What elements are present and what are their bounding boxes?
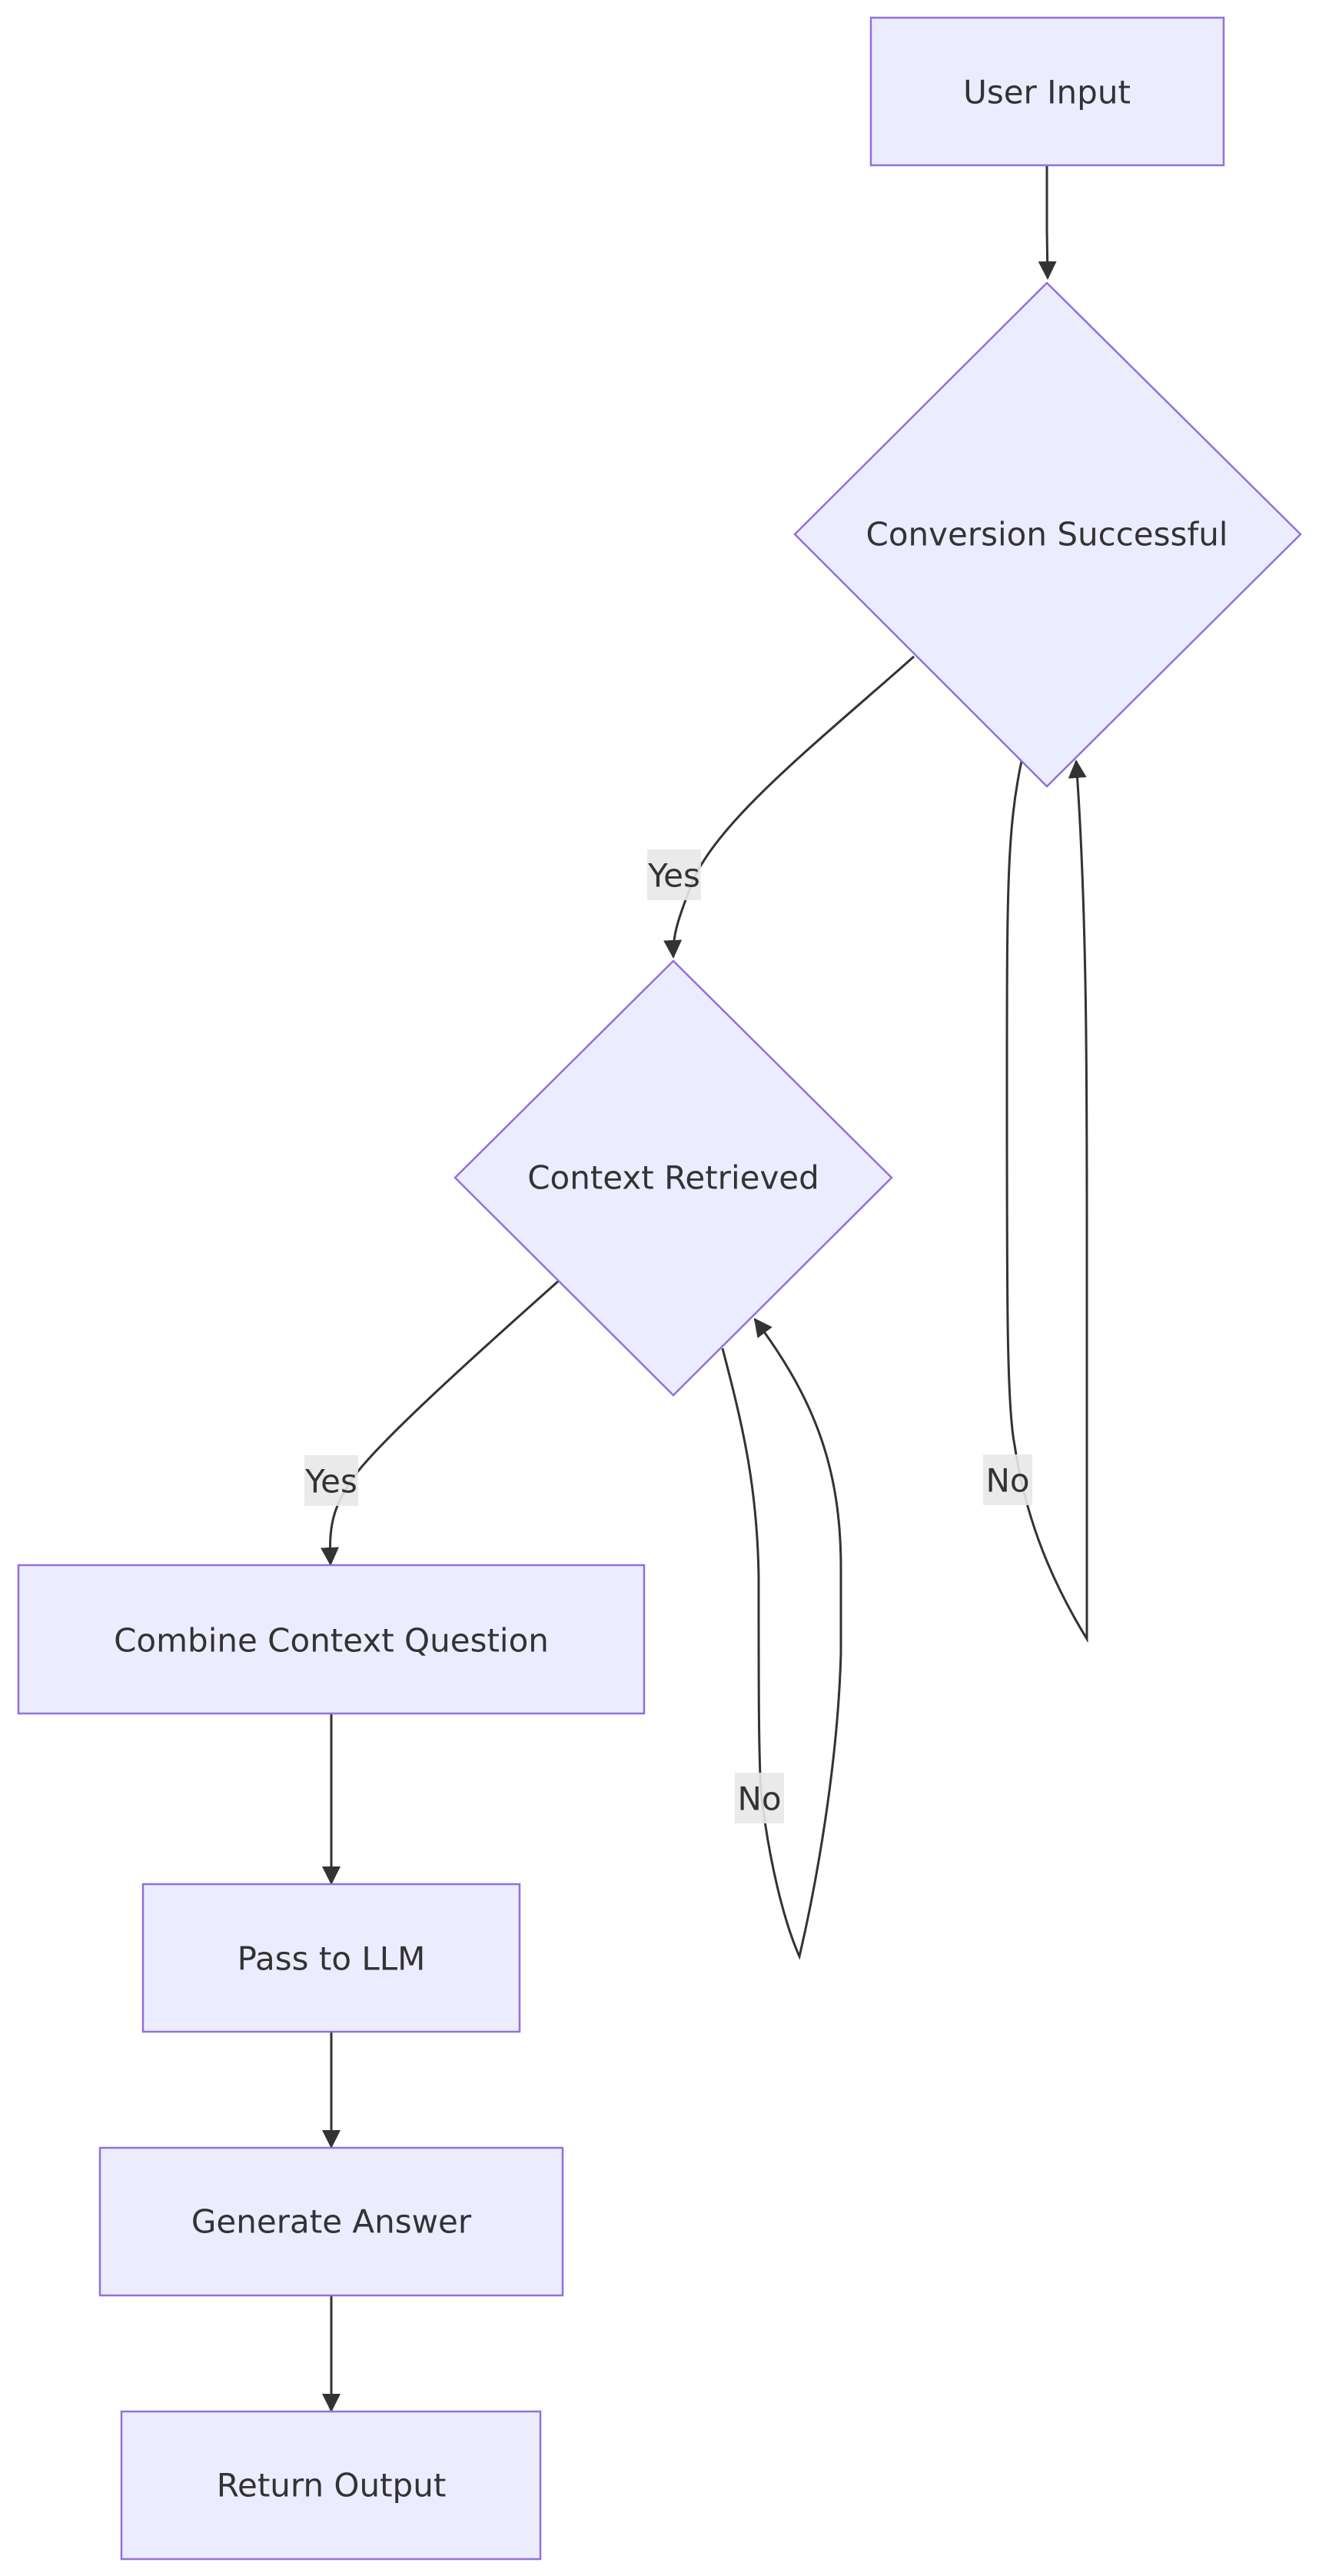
edges [321,165,1088,2412]
node-label: Combine Context Question [114,1622,549,1660]
node-label: Generate Answer [191,2203,472,2241]
node-label: User Input [963,74,1131,111]
edge-label-context-no: No [735,1773,784,1823]
node-user-input[interactable]: User Input [869,16,1225,167]
edge-conversion-yes [663,655,915,959]
node-conversion-successful[interactable]: Conversion Successful [793,281,1302,788]
edge-context-no [721,1318,842,1960]
edge-label-context-yes: Yes [304,1455,358,1506]
edge-context-yes [321,1279,560,1566]
node-label: Pass to LLM [238,1940,426,1978]
node-label: Conversion Successful [866,516,1228,553]
node-combine-context-question[interactable]: Combine Context Question [17,1564,646,1715]
node-return-output[interactable]: Return Output [120,2410,542,2561]
nodes: User Input Conversion Successful Context… [17,16,1302,2561]
svg-text:No: No [737,1780,781,1818]
edge-user-input-to-conversion [1038,165,1057,280]
node-pass-to-llm[interactable]: Pass to LLM [141,1883,521,2033]
edge-label-conversion-no: No [983,1454,1032,1505]
svg-text:No: No [985,1462,1029,1500]
svg-text:Yes: Yes [647,857,700,895]
edge-label-conversion-yes: Yes [647,849,701,900]
node-label: Context Retrieved [527,1159,819,1197]
node-label: Return Output [217,2467,447,2505]
node-context-retrieved[interactable]: Context Retrieved [454,959,893,1397]
node-generate-answer[interactable]: Generate Answer [98,2146,564,2297]
svg-text:Yes: Yes [304,1463,357,1501]
edge-conversion-no [1005,760,1088,1644]
edge-labels: Yes No Yes No [304,849,1032,1823]
